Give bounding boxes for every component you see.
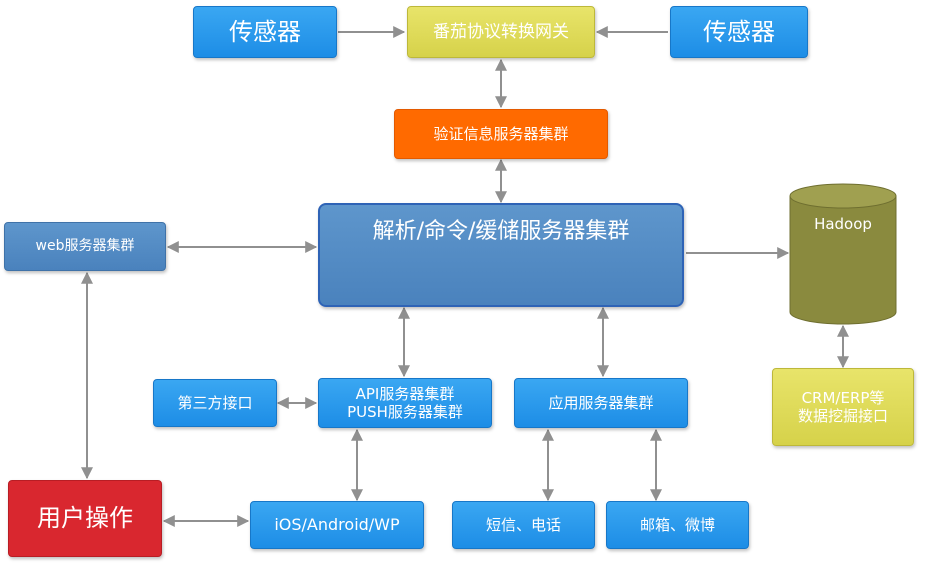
crm-line1-label: CRM/ERP等 bbox=[801, 389, 885, 407]
gateway-node: 番茄协议转换网关 bbox=[407, 6, 595, 58]
third-party-node: 第三方接口 bbox=[153, 379, 277, 427]
api-push-node: API服务器集群 PUSH服务器集群 bbox=[318, 378, 492, 428]
auth-cluster-node: 验证信息服务器集群 bbox=[394, 109, 608, 159]
gateway-label: 番茄协议转换网关 bbox=[433, 21, 569, 42]
sensor-left-node: 传感器 bbox=[193, 6, 337, 58]
sms-node: 短信、电话 bbox=[452, 501, 595, 549]
auth-cluster-label: 验证信息服务器集群 bbox=[433, 125, 569, 143]
sensor-right-node: 传感器 bbox=[670, 6, 808, 58]
crm-line2-label: 数据挖掘接口 bbox=[797, 407, 888, 425]
mail-node: 邮箱、微博 bbox=[606, 501, 749, 549]
sensor-left-label: 传感器 bbox=[229, 17, 301, 46]
mail-label: 邮箱、微博 bbox=[639, 516, 715, 534]
core-cluster-node: 解析/命令/缓储服务器集群 bbox=[318, 203, 684, 307]
crm-erp-node: CRM/ERP等 数据挖掘接口 bbox=[772, 368, 914, 446]
api-line2-label: PUSH服务器集群 bbox=[347, 403, 463, 421]
user-ops-node: 用户操作 bbox=[8, 480, 162, 557]
third-party-label: 第三方接口 bbox=[177, 394, 253, 412]
sensor-right-label: 传感器 bbox=[703, 17, 775, 46]
app-cluster-label: 应用服务器集群 bbox=[548, 394, 654, 412]
web-cluster-node: web服务器集群 bbox=[4, 222, 166, 271]
sms-label: 短信、电话 bbox=[485, 516, 561, 534]
mobile-label: iOS/Android/WP bbox=[274, 515, 400, 535]
hadoop-cylinder bbox=[789, 183, 897, 325]
app-cluster-node: 应用服务器集群 bbox=[514, 378, 688, 428]
web-cluster-label: web服务器集群 bbox=[35, 238, 135, 255]
user-ops-label: 用户操作 bbox=[37, 504, 133, 533]
mobile-node: iOS/Android/WP bbox=[250, 501, 424, 549]
api-line1-label: API服务器集群 bbox=[355, 385, 455, 403]
core-cluster-label: 解析/命令/缓储服务器集群 bbox=[372, 219, 630, 244]
hadoop-label: Hadoop bbox=[814, 215, 872, 233]
